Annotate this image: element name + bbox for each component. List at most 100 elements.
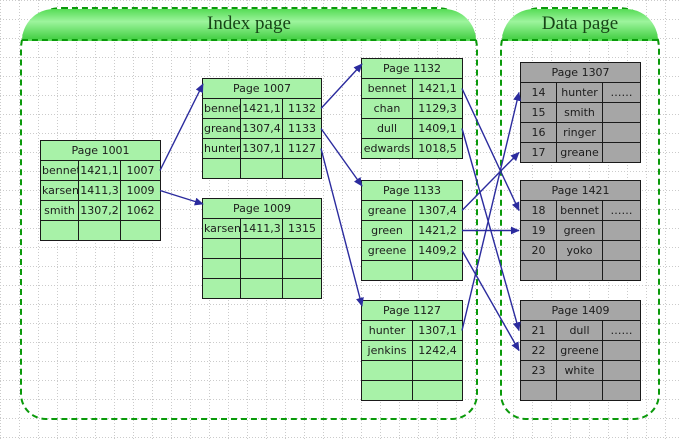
cell-rowid: 1421,1: [240, 98, 283, 119]
data-page-table-1409: Page 1409 21 dull …… 22 greene 23 white: [520, 300, 641, 401]
cell-child-page: [120, 220, 161, 241]
cell-row-number: 20: [520, 240, 557, 261]
cell-key: green: [361, 220, 413, 241]
cell-rowid: [240, 158, 283, 179]
cell-rowid: [412, 260, 463, 281]
index-row: hunter 1307,1 1127: [202, 138, 322, 159]
cell-child-page: 1127: [282, 138, 322, 159]
data-row: 16 ringer: [520, 122, 641, 143]
cell-value: green: [556, 220, 603, 241]
page-title: Page 1133: [361, 180, 463, 201]
cell-key: edwards: [361, 138, 413, 159]
index-page-table-1133: Page 1133 greane 1307,4 green 1421,2 gre…: [361, 180, 463, 281]
index-row: bennet 1421,1: [361, 78, 463, 99]
cell-row-number: 17: [520, 142, 557, 163]
cell-rowid: 1129,3: [412, 98, 463, 119]
cell-rowid: 1421,1: [412, 78, 463, 99]
cell-more: ……: [602, 200, 641, 221]
cell-row-number: 19: [520, 220, 557, 241]
data-row: [520, 380, 641, 401]
index-row: karsen 1411,3 1009: [40, 180, 161, 201]
cell-value: bennet: [556, 200, 603, 221]
cell-key: [361, 360, 413, 381]
cell-value: greene: [556, 340, 603, 361]
cell-more: [602, 122, 641, 143]
data-row: 21 dull ……: [520, 320, 641, 341]
cell-more: [602, 380, 641, 401]
cell-key: dull: [361, 118, 413, 139]
cell-child-page: 1062: [120, 200, 161, 221]
page-title: Page 1307: [520, 62, 641, 83]
cell-value: hunter: [556, 82, 603, 103]
data-row: [520, 260, 641, 281]
cell-key: hunter: [361, 320, 413, 341]
cell-more: [602, 102, 641, 123]
cell-key: [202, 278, 241, 299]
cell-key: bennet: [361, 78, 413, 99]
index-row: [202, 238, 322, 259]
cell-rowid: 1018,5: [412, 138, 463, 159]
data-row: 19 green: [520, 220, 641, 241]
cell-more: [602, 240, 641, 261]
index-row: karsen 1411,3 1315: [202, 218, 322, 239]
page-title: Page 1421: [520, 180, 641, 201]
cell-key: karsen: [40, 180, 79, 201]
page-title: Page 1001: [40, 140, 161, 161]
index-row: chan 1129,3: [361, 98, 463, 119]
cell-key: karsen: [202, 218, 241, 239]
index-row: bennet 1421,1 1132: [202, 98, 322, 119]
cell-key: jenkins: [361, 340, 413, 361]
cell-value: white: [556, 360, 603, 381]
index-row: green 1421,2: [361, 220, 463, 241]
cell-key: smith: [40, 200, 79, 221]
cell-rowid: [412, 360, 463, 381]
index-row: [40, 220, 161, 241]
index-page-table-1009: Page 1009 karsen 1411,3 1315: [202, 198, 322, 299]
cell-child-page: 1009: [120, 180, 161, 201]
cell-rowid: [240, 258, 283, 279]
data-row: 14 hunter ……: [520, 82, 641, 103]
index-row: jenkins 1242,4: [361, 340, 463, 361]
cell-key: chan: [361, 98, 413, 119]
index-row: [202, 258, 322, 279]
index-page-table-1007: Page 1007 bennet 1421,1 1132 greane 1307…: [202, 78, 322, 179]
cell-child-page: [282, 258, 322, 279]
cell-child-page: [282, 238, 322, 259]
cell-rowid: 1307,4: [412, 200, 463, 221]
cell-value: yoko: [556, 240, 603, 261]
cell-rowid: 1242,4: [412, 340, 463, 361]
cell-key: bennet: [40, 160, 79, 181]
cell-row-number: [520, 260, 557, 281]
index-page-header: Index page: [22, 9, 476, 41]
cell-key: [202, 238, 241, 259]
index-page-table-1127: Page 1127 hunter 1307,1 jenkins 1242,4: [361, 300, 463, 401]
cell-key: [40, 220, 79, 241]
cell-more: ……: [602, 320, 641, 341]
cell-rowid: 1411,3: [240, 218, 283, 239]
cell-row-number: 23: [520, 360, 557, 381]
cell-child-page: 1132: [282, 98, 322, 119]
index-row: greane 1307,4: [361, 200, 463, 221]
index-row: [202, 278, 322, 299]
cell-value: greane: [556, 142, 603, 163]
index-row: [361, 360, 463, 381]
cell-rowid: [240, 278, 283, 299]
cell-more: [602, 360, 641, 381]
cell-rowid: [412, 380, 463, 401]
page-title: Page 1409: [520, 300, 641, 321]
page-title: Page 1007: [202, 78, 322, 99]
cell-row-number: 15: [520, 102, 557, 123]
cell-row-number: 14: [520, 82, 557, 103]
cell-row-number: 22: [520, 340, 557, 361]
cell-key: bennet: [202, 98, 241, 119]
cell-rowid: 1307,1: [412, 320, 463, 341]
data-row: 17 greane: [520, 142, 641, 163]
cell-rowid: 1307,1: [240, 138, 283, 159]
data-page-header: Data page: [502, 9, 658, 41]
index-row: [361, 260, 463, 281]
cell-rowid: 1307,4: [240, 118, 283, 139]
cell-value: smith: [556, 102, 603, 123]
cell-row-number: 16: [520, 122, 557, 143]
cell-key: [361, 380, 413, 401]
